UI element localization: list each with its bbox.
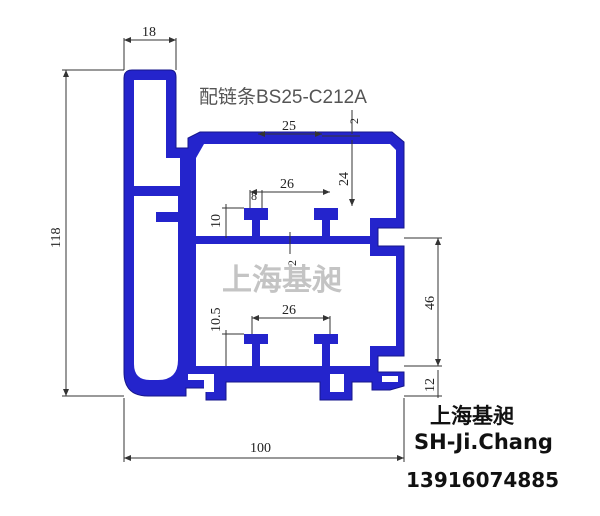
dim-bottom-right: 12	[423, 378, 438, 392]
dimension-arrows	[63, 37, 441, 461]
model-label: 配链条BS25-C212A	[199, 86, 367, 108]
dim-overall-height: 118	[49, 228, 64, 248]
dim-lower-pitch: 26	[282, 303, 296, 318]
company-phone: 13916074885	[406, 468, 560, 492]
dim-lip: 2	[347, 118, 361, 124]
dim-right-height: 46	[423, 296, 438, 310]
aluminium-profile	[123, 69, 405, 401]
dim-top-slot: 25	[282, 119, 296, 134]
cavity-bottom-left-slot	[188, 374, 214, 392]
dim-top-width: 18	[142, 25, 156, 40]
upper-stud-right	[314, 208, 338, 236]
dim-lower-slot-depth: 10.5	[209, 308, 224, 333]
company-name-cn: 上海基昶	[430, 404, 514, 428]
dim-upper-depth: 24	[337, 172, 352, 186]
upper-stud-left	[244, 208, 268, 236]
lower-stud-right	[314, 334, 338, 366]
dim-upper-slot-depth: 10	[209, 214, 224, 228]
cavity-right-foot	[382, 376, 398, 382]
cavity-top-left	[134, 80, 180, 186]
cavity-left-slot	[134, 196, 178, 380]
watermark: 上海基昶	[222, 263, 342, 298]
company-name-en: SH-Ji.Chang	[414, 430, 553, 454]
dim-web: 2	[285, 260, 299, 266]
dim-overall-width: 100	[250, 441, 271, 456]
dim-small-gap: 8	[251, 189, 257, 203]
dim-upper-pitch: 26	[280, 177, 294, 192]
lower-stud-left	[244, 334, 268, 366]
cavity-bottom-right-slot	[330, 374, 344, 392]
dimension-lines	[62, 38, 442, 462]
